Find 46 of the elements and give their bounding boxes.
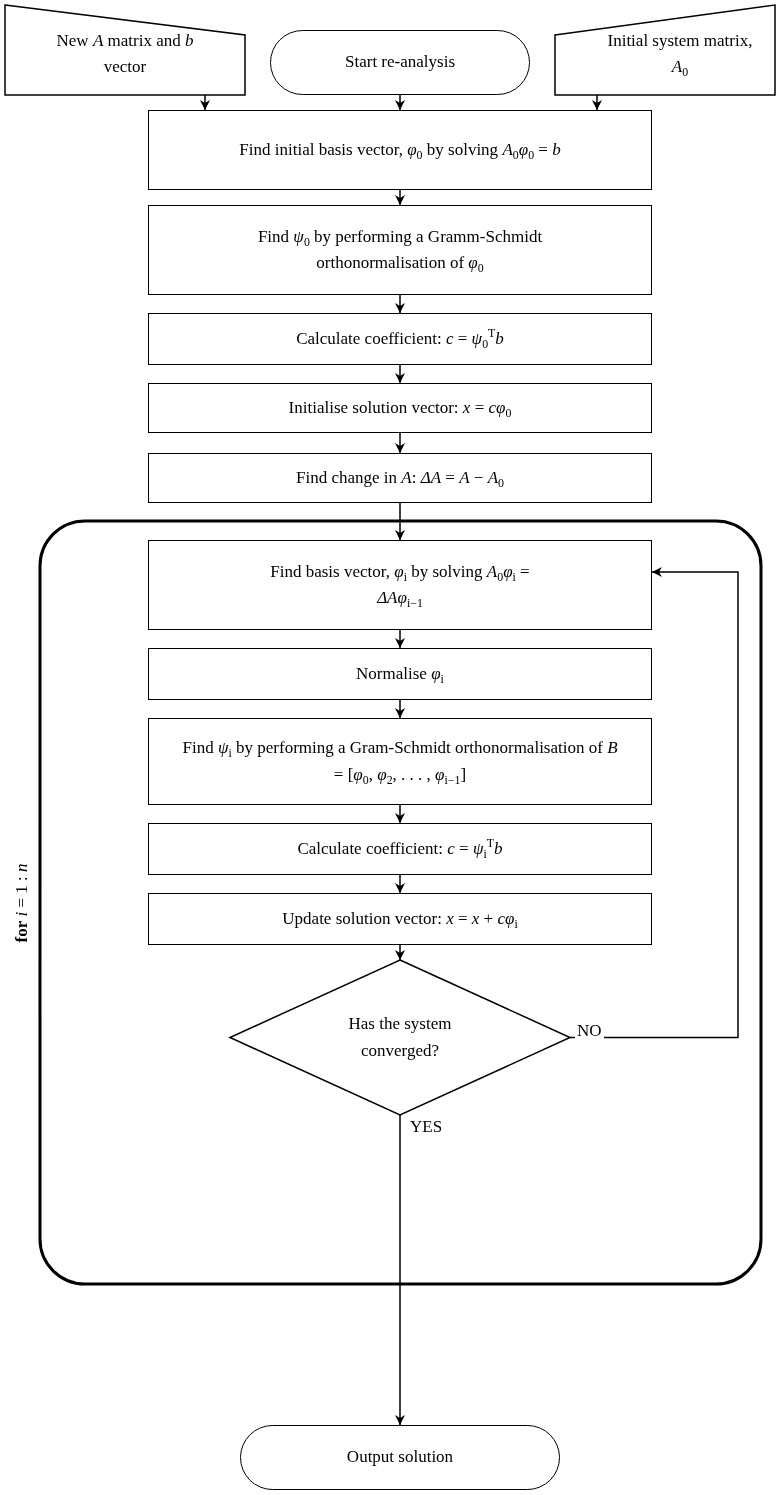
arrow bbox=[395, 1114, 405, 1426]
node-text: Calculate coefficient: c = ψ$_{0}$$^{T}$b bbox=[296, 325, 504, 353]
node-text: Find ψ$_{i}$ by performing a Gram-Schmidt orthonormalisation of B = [φ$_{0}$, φ$_{2}$, . . . , φ$_{i−1}$] bbox=[181, 737, 619, 788]
node-text: Find basis vector, φ$_{i}$ by solving A$_{0}$φ$_{i}$ = ΔAφ$_{i−1}$ bbox=[269, 560, 531, 612]
node-text: New A matrix and b vector bbox=[55, 29, 195, 78]
input-box bbox=[5, 5, 245, 95]
node-text: Update solution vector: x = x + cφ$_{i}$ bbox=[282, 907, 518, 933]
node-text: Initialise solution vector: x = cφ$_{0}$ bbox=[288, 396, 512, 422]
arrow bbox=[395, 874, 405, 894]
node-text: Find ψ$_{0}$ by performing a Gramm-Schmidt orthonormalisation of φ$_{0}$ bbox=[256, 225, 544, 277]
arrow bbox=[395, 699, 405, 719]
node-text: Calculate coefficient: c = ψ$_{i}$$^{T}$b bbox=[297, 835, 503, 863]
process-box bbox=[148, 383, 652, 433]
process-box bbox=[148, 110, 652, 190]
arrow bbox=[395, 294, 405, 314]
loop-frame bbox=[12, 520, 762, 1285]
node-text: Normalise φ$_{i}$ bbox=[356, 662, 444, 688]
node-text: Initial system matrix, A$_{0}$ bbox=[606, 29, 754, 81]
node-text: for i = 1 : n bbox=[10, 863, 32, 942]
arrow bbox=[592, 94, 602, 111]
node-text: Find change in A: ΔA = A − A$_{0}$ bbox=[296, 466, 504, 492]
decision-diamond bbox=[230, 960, 570, 1115]
process-box bbox=[148, 453, 652, 503]
node-text: Start re-analysis bbox=[345, 51, 455, 74]
process-box bbox=[148, 205, 652, 295]
node-text: Output solution bbox=[346, 1446, 454, 1469]
process-box bbox=[148, 540, 652, 630]
arrow bbox=[395, 629, 405, 649]
process-box bbox=[148, 648, 652, 700]
edge-label: NO bbox=[575, 1022, 604, 1041]
node-text: Has the system converged? bbox=[347, 1013, 453, 1062]
arrow bbox=[395, 189, 405, 206]
arrow bbox=[395, 502, 405, 541]
process-box bbox=[148, 823, 652, 875]
arrow bbox=[395, 364, 405, 384]
process-box bbox=[148, 893, 652, 945]
arrow bbox=[395, 804, 405, 824]
process-box bbox=[148, 718, 652, 805]
arrow bbox=[395, 432, 405, 454]
arrow bbox=[395, 944, 405, 961]
arrow bbox=[395, 94, 405, 111]
node-text: Find initial basis vector, φ$_{0}$ by solving A$_{0}$φ$_{0}$ = b bbox=[239, 138, 561, 164]
input-box bbox=[555, 5, 775, 95]
process-box bbox=[148, 313, 652, 365]
arrow bbox=[200, 94, 210, 111]
arrow bbox=[569, 567, 739, 1039]
